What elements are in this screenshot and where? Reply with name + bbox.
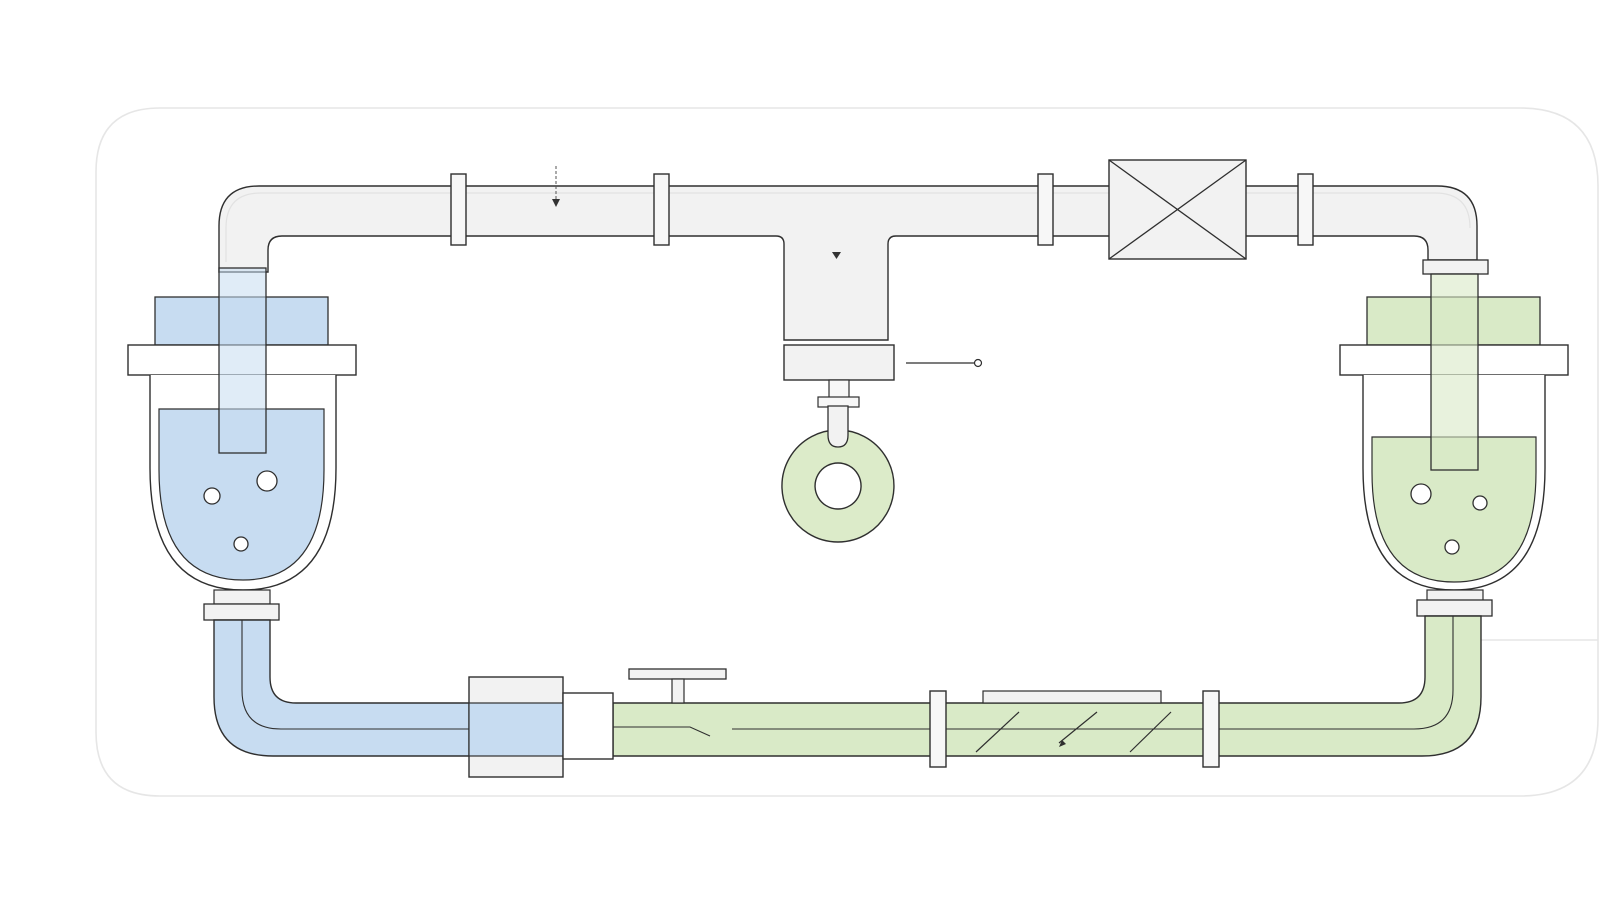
- flange-top-3: [1037, 173, 1054, 246]
- sensor-node-icon: [973, 358, 983, 368]
- flange-top-4: [1297, 173, 1314, 246]
- bubble: [256, 470, 278, 492]
- arrow-down-icon: [552, 199, 560, 207]
- flange-top-2: [653, 173, 670, 246]
- hand-valve: [628, 668, 727, 704]
- bubble: [203, 487, 221, 505]
- right-vessel: [1339, 259, 1569, 617]
- bubble: [1444, 539, 1460, 555]
- bottom-pipe-green: [612, 615, 1482, 757]
- outer-frame: [95, 107, 1599, 797]
- bubble: [1410, 483, 1432, 505]
- reducer-coupling: [468, 676, 614, 778]
- arrow-down-icon: [832, 252, 841, 259]
- tee-cap: [783, 344, 983, 408]
- flow-arrow-icon: [1059, 740, 1066, 747]
- pressure-gauge: [781, 405, 895, 543]
- bottom-flanges: [929, 690, 1220, 768]
- filter-section: [975, 690, 1172, 753]
- bubble: [233, 536, 249, 552]
- flange-top-1: [450, 173, 467, 246]
- bubble: [1472, 495, 1488, 511]
- flange-bottom-1: [929, 690, 947, 768]
- left-vessel: [127, 267, 357, 621]
- top-pipe: [218, 185, 1478, 341]
- top-flow-arrows: [552, 166, 841, 259]
- x-valve: [1108, 159, 1247, 260]
- top-flanges: [450, 173, 1314, 246]
- flange-bottom-2: [1202, 690, 1220, 768]
